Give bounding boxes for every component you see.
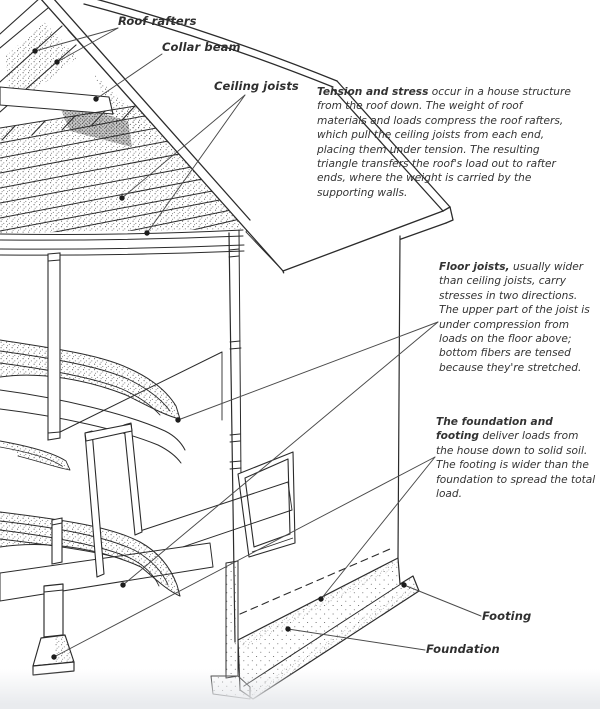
wall-stud-first-floor <box>51 517 63 565</box>
pier-post-and-footing <box>32 583 75 676</box>
callout-tension-body: occur in a house structure from the roof… <box>317 86 571 199</box>
wall-stud-second-floor <box>47 252 61 441</box>
callout-tension-and-stress: Tension and stress occur in a house stru… <box>317 85 573 200</box>
label-roof-rafters: Roof rafters <box>118 14 197 28</box>
callout-tension-lead: Tension and stress <box>317 86 429 98</box>
callout-leader-lines <box>34 27 482 658</box>
label-ceiling-joists: Ceiling joists <box>214 79 299 93</box>
callout-foundation-footing-body: deliver loads from the house down to sol… <box>436 430 596 501</box>
label-footing: Footing <box>482 609 532 623</box>
door-frame <box>84 422 143 578</box>
callout-foundation-footing-lead: The foundation and footing <box>436 416 553 443</box>
page-edge-shadow <box>0 669 600 709</box>
callout-point-dots <box>32 48 407 660</box>
callout-floor-joists: Floor joists, usually wider than ceiling… <box>439 260 597 375</box>
ceiling-joists-band <box>0 103 285 273</box>
label-collar-beam: Collar beam <box>162 40 241 54</box>
callout-floor-joists-lead: Floor joists, <box>439 261 510 273</box>
callout-floor-joists-body: usually wider than ceiling joists, carry… <box>439 261 590 374</box>
label-foundation: Foundation <box>426 642 500 656</box>
callout-foundation-footing: The foundation and footing deliver loads… <box>436 415 598 501</box>
